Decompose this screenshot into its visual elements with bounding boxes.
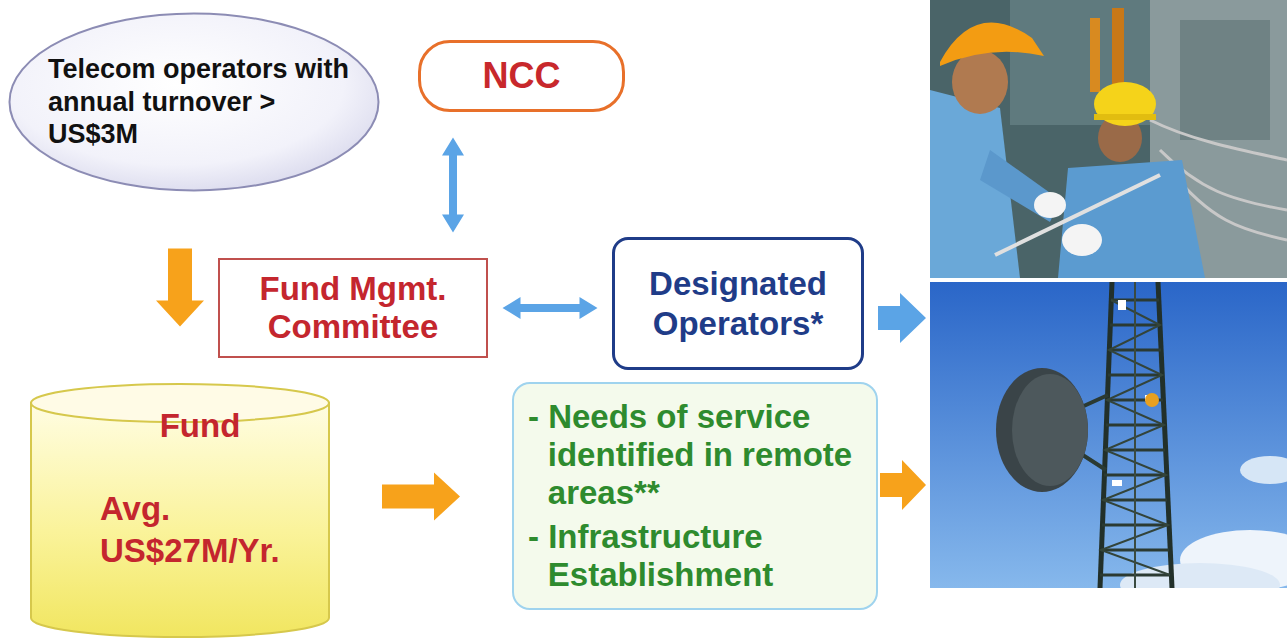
flow-arrow: [442, 138, 464, 233]
flow-arrow: [156, 249, 204, 327]
cloud: [1240, 456, 1287, 484]
tower-leg: [1158, 282, 1172, 588]
ncc-box: NCC: [418, 40, 625, 112]
flow-arrow: [503, 297, 598, 319]
cylinder-body: [31, 403, 329, 637]
workers-photo: [930, 0, 1287, 278]
node-text: - Needs of service identified in remote …: [528, 398, 862, 512]
cabinet-door: [1180, 20, 1270, 140]
needs-box: - Needs of service identified in remote …: [512, 382, 878, 610]
photo-background: [930, 0, 1287, 278]
marking: [1112, 480, 1122, 486]
node-text: NCC: [421, 55, 622, 97]
rod: [995, 175, 1160, 255]
dish: [996, 368, 1088, 492]
pointer-arrow: [880, 460, 926, 510]
glove: [1062, 224, 1102, 256]
pointer-arrow: [878, 293, 926, 343]
node-text: Avg. US$27M/Yr.: [50, 488, 310, 571]
hat-brim: [1094, 114, 1156, 120]
operators-box: Designated Operators*: [612, 237, 864, 370]
climber: [1145, 393, 1159, 407]
node-text: Designated Operators*: [615, 264, 861, 343]
node-text: Fund Mgmt. Committee: [220, 270, 486, 346]
photo-separator: [930, 278, 1287, 282]
dish-face: [1012, 374, 1088, 486]
node-text: - Infrastructure Establishment: [528, 518, 862, 594]
ellipse-shape: [10, 14, 379, 191]
pole: [1112, 8, 1124, 92]
marking: [1118, 300, 1126, 310]
pole: [1090, 18, 1100, 92]
worker-face: [952, 50, 1008, 114]
tower-ladder: [1134, 282, 1136, 588]
fund-cylinder: FundAvg. US$27M/Yr.: [30, 383, 330, 638]
operators-ellipse: Telecom operators with annual turnover >…: [8, 12, 380, 192]
hard-hat: [1094, 82, 1156, 126]
flow-arrow: [382, 473, 460, 521]
glove: [1034, 192, 1066, 218]
worker-shirt: [1058, 160, 1205, 278]
tower-leg: [1100, 282, 1112, 588]
node-text: Telecom operators with annual turnover >…: [48, 53, 353, 150]
node-text: Fund: [50, 405, 310, 446]
committee-box: Fund Mgmt. Committee: [218, 258, 488, 358]
hard-hat: [940, 23, 1044, 66]
tower-photo: [930, 282, 1287, 588]
